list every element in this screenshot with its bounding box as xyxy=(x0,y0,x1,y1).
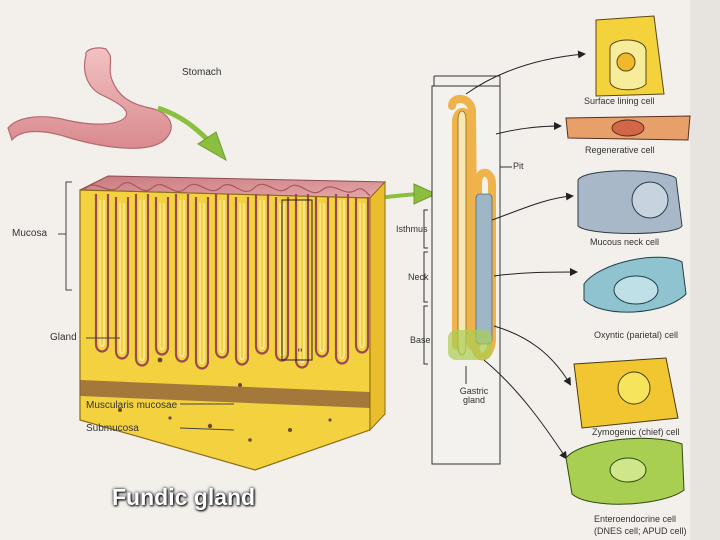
label-mucous-neck-cell: Mucous neck cell xyxy=(590,237,660,247)
gland-loop xyxy=(354,197,370,354)
gland-loop xyxy=(94,194,110,353)
cell-oxyntic xyxy=(583,256,687,313)
gland-loop xyxy=(174,194,190,363)
tissue-block xyxy=(79,175,387,471)
gland-loop xyxy=(154,197,170,356)
green-arrow-stomach xyxy=(157,105,227,162)
gland-lumen xyxy=(319,203,325,353)
gland-lumen xyxy=(359,203,365,349)
gland-loop xyxy=(194,197,210,370)
gland-loop xyxy=(334,194,350,365)
gland-lumen xyxy=(239,203,245,361)
label-regenerative-cell: Regenerative cell xyxy=(585,145,655,155)
gland-lumen xyxy=(159,203,165,351)
cell-regenerative xyxy=(565,115,691,141)
label-surface-lining-cell: Surface lining cell xyxy=(584,96,655,106)
gland-loop xyxy=(214,194,230,359)
label-zymogenic-cell: Zymogenic (chief) cell xyxy=(592,427,680,437)
gland-loop xyxy=(234,197,250,366)
label-pit: Pit xyxy=(513,161,524,171)
gland-lumen xyxy=(99,200,105,348)
cell-surface-lining xyxy=(595,15,665,97)
gland-lumen xyxy=(299,200,305,364)
gland-loop xyxy=(114,197,130,360)
gland-loop xyxy=(254,194,270,355)
label-submucosa: Submucosa xyxy=(86,423,139,434)
gland-lumen xyxy=(339,200,345,360)
label-oxyntic-cell: Oxyntic (parietal) cell xyxy=(594,330,679,340)
label-isthmus: Isthmus xyxy=(396,224,428,234)
mucosa-brace xyxy=(58,181,235,431)
label-stomach: Stomach xyxy=(182,67,222,78)
gland-lumen xyxy=(259,200,265,350)
gland-loop xyxy=(134,194,150,367)
gland-loop xyxy=(314,197,330,358)
label-muscularis-mucosae: Muscularis mucosae xyxy=(86,400,178,411)
label-enteroendocrine-subtitle: (DNES cell; APUD cell) xyxy=(594,526,687,536)
gastric-gland-column xyxy=(423,75,512,465)
gland-lumen xyxy=(199,203,205,365)
gland-lumen xyxy=(179,200,185,358)
label-enteroendocrine-cell: Enteroendocrine cell xyxy=(594,514,677,524)
cell-pointer-lines xyxy=(465,50,586,460)
label-gland: Gland xyxy=(50,332,77,343)
gland-lumen xyxy=(119,203,125,355)
slide-caption: Fundic gland xyxy=(112,484,256,510)
label-neck: Neck xyxy=(408,272,429,282)
label-base: Base xyxy=(410,335,431,345)
label-gastric-gland: Gastric gland xyxy=(459,386,489,405)
gland-lumen xyxy=(219,200,225,354)
cell-enteroendocrine xyxy=(565,437,685,505)
stomach-illustration xyxy=(7,47,172,149)
gland-lumen xyxy=(139,200,145,362)
label-mucosa: Mucosa xyxy=(12,228,48,239)
cell-zymogenic xyxy=(573,357,679,429)
cell-mucous-neck xyxy=(577,170,683,234)
